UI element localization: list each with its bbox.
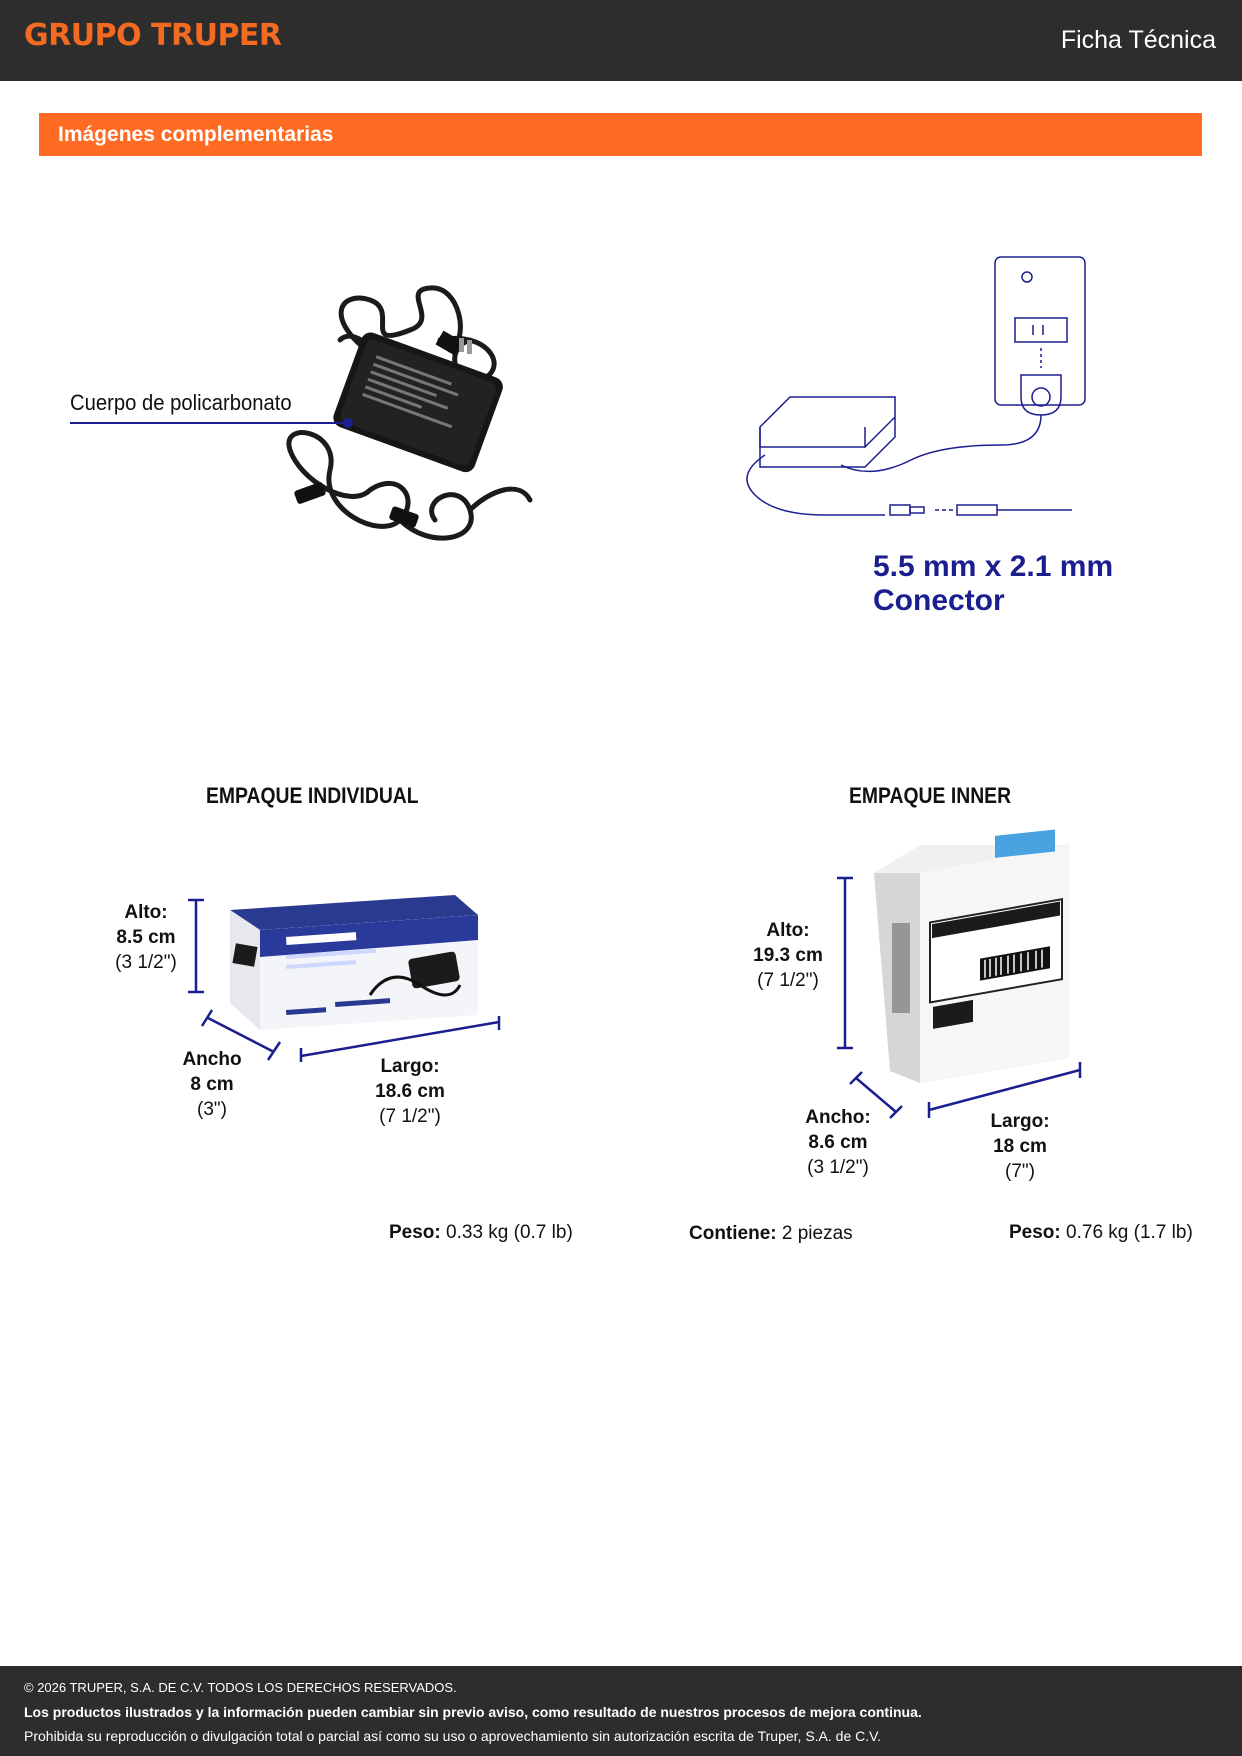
- individual-height-label: Alto: 8.5 cm (3 1/2"): [115, 902, 177, 973]
- individual-weight: Peso: 0.33 kg (0.7 lb): [389, 1222, 573, 1243]
- individual-length-line: [299, 1016, 501, 1062]
- individual-package-title: EMPAQUE INDIVIDUAL: [206, 783, 419, 808]
- callout-leader-line: [70, 418, 353, 428]
- inner-height-label: Alto: 19.3 cm (7 1/2"): [753, 920, 823, 991]
- page-footer: © 2026 TRUPER, S.A. DE C.V. TODOS LOS DE…: [0, 1666, 1242, 1756]
- page-header: GRUPO TRUPER Ficha Técnica: [0, 0, 1242, 81]
- adapter-photo: [286, 285, 533, 541]
- individual-width-line: [200, 1009, 282, 1061]
- inner-package-title: EMPAQUE INNER: [849, 783, 1012, 808]
- individual-height-line: [188, 898, 204, 994]
- footer-prohibition: Prohibida su reproducción o divulgación …: [24, 1728, 882, 1744]
- footer-copyright: © 2026 TRUPER, S.A. DE C.V. TODOS LOS DE…: [24, 1680, 457, 1695]
- inner-width-label: Ancho: 8.6 cm (3 1/2"): [805, 1107, 871, 1178]
- individual-box-image: [230, 895, 478, 1030]
- connector-spec: 5.5 mm x 2.1 mm Conector: [873, 550, 1113, 618]
- inner-height-line: [837, 876, 853, 1050]
- connector-illustration: [746, 256, 1086, 516]
- document-type: Ficha Técnica: [1060, 26, 1216, 54]
- inner-length-line: [927, 1062, 1082, 1118]
- brand-logo: GRUPO TRUPER: [24, 18, 282, 53]
- section-bar: Imágenes complementarias: [39, 113, 1202, 156]
- connector-label: Conector: [873, 584, 1005, 617]
- material-callout: Cuerpo de policarbonato: [70, 390, 292, 415]
- individual-width-label: Ancho 8 cm (3"): [182, 1049, 242, 1120]
- inner-length-label: Largo: 18 cm (7"): [990, 1111, 1050, 1182]
- inner-width-line: [849, 1071, 903, 1119]
- individual-length-label: Largo: 18.6 cm (7 1/2"): [375, 1056, 445, 1127]
- inner-weight: Peso: 0.76 kg (1.7 lb): [1009, 1222, 1193, 1243]
- section-title: Imágenes complementarias: [58, 123, 334, 146]
- connector-size: 5.5 mm x 2.1 mm: [873, 550, 1114, 583]
- inner-contents: Contiene: 2 piezas: [689, 1223, 853, 1244]
- inner-box-image: [874, 829, 1070, 1083]
- footer-notice: Los productos ilustrados y la informació…: [24, 1704, 922, 1720]
